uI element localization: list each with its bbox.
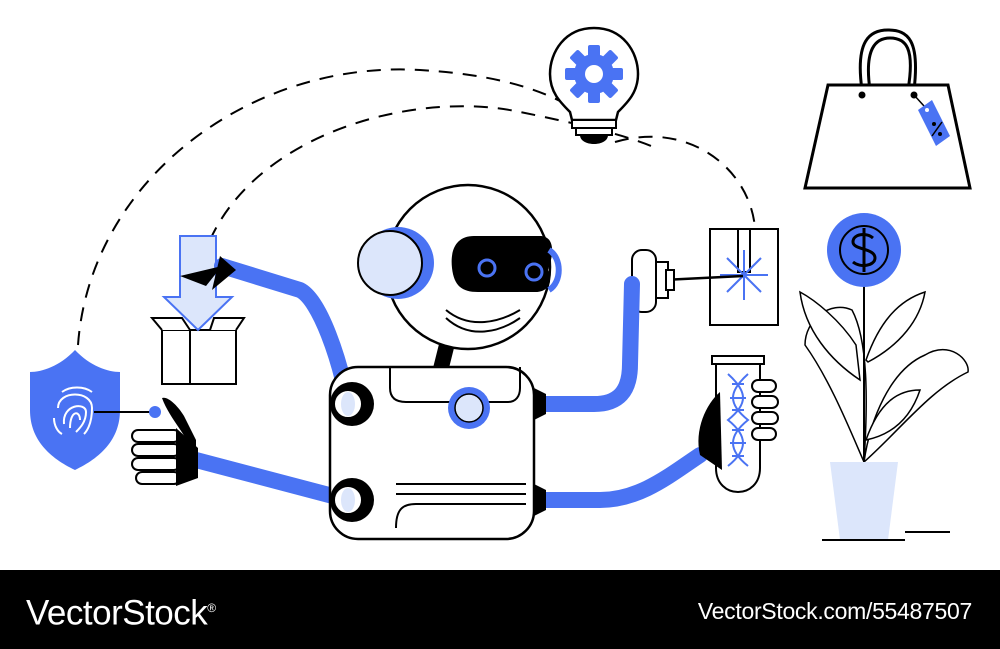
gear-icon — [565, 45, 623, 103]
test-tube-dna-icon — [711, 355, 765, 493]
dollar-coin-icon — [827, 213, 901, 287]
registered-mark: ® — [207, 601, 216, 615]
brand-logo[interactable]: VectorStock® — [26, 588, 216, 634]
robot-gripper — [180, 256, 236, 290]
footer-bar: VectorStock® VectorStock.com/55487507 — [0, 570, 1000, 649]
circuit-chip-icon — [631, 228, 779, 326]
robot-figure — [328, 183, 562, 541]
brand-name: VectorStock — [26, 593, 208, 633]
discount-tag-icon — [913, 94, 950, 146]
potted-plant-icon — [799, 213, 969, 541]
fingerprint-shield-icon — [30, 350, 161, 470]
shopping-bag-icon — [803, 28, 972, 190]
download-box-icon — [149, 235, 246, 385]
robot-illustration — [30, 26, 972, 541]
lightbulb-gear-icon — [548, 26, 640, 144]
robot-hand-right — [698, 379, 779, 470]
dashed-arcs — [77, 68, 756, 346]
robot-hand-left — [131, 397, 198, 486]
image-id-link[interactable]: VectorStock.com/55487507 — [697, 598, 972, 624]
